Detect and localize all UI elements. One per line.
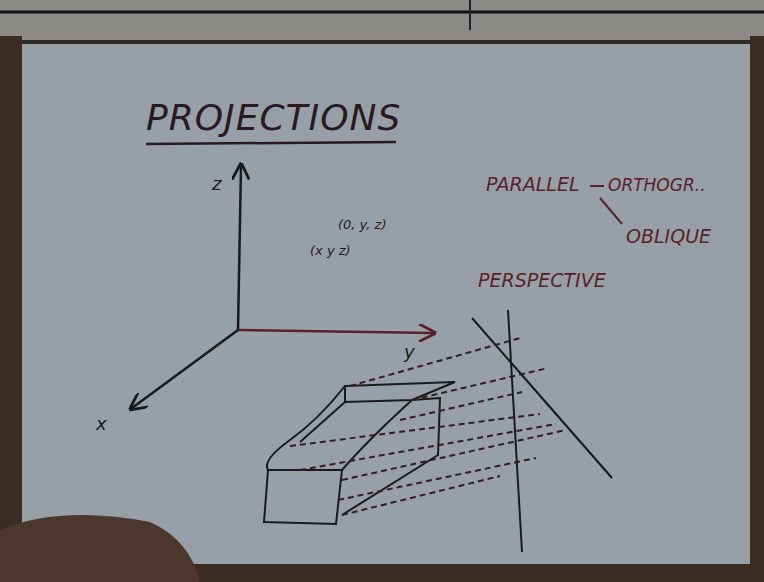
dash-stroke — [590, 185, 604, 187]
projection-type: PERSPECTIVE — [478, 270, 606, 291]
branch-stroke — [600, 198, 622, 224]
projection-type: OBLIQUE — [626, 226, 711, 247]
top-strip — [0, 0, 764, 40]
projection-type: PARALLEL — [486, 174, 579, 195]
axis-label: y — [404, 342, 415, 362]
x-axis — [132, 330, 238, 408]
hand — [0, 515, 200, 582]
z-axis — [238, 166, 241, 330]
strip-edge — [0, 11, 764, 14]
solid-object — [264, 382, 455, 524]
title: PROJECTIONS — [146, 98, 401, 138]
coordinate-note: (0, y, z) — [338, 218, 386, 232]
frame-left — [0, 36, 22, 582]
title-underline — [146, 142, 396, 144]
axis-label: x — [96, 414, 107, 434]
projection-type: ORTHOGR.. — [608, 176, 706, 195]
axis-label: z — [212, 174, 221, 194]
coordinate-note: (x y z) — [310, 244, 351, 258]
y-axis — [238, 330, 433, 333]
board — [22, 44, 750, 564]
projector-lines — [290, 338, 566, 515]
frame-right — [750, 36, 764, 582]
strip-mark — [469, 0, 471, 30]
